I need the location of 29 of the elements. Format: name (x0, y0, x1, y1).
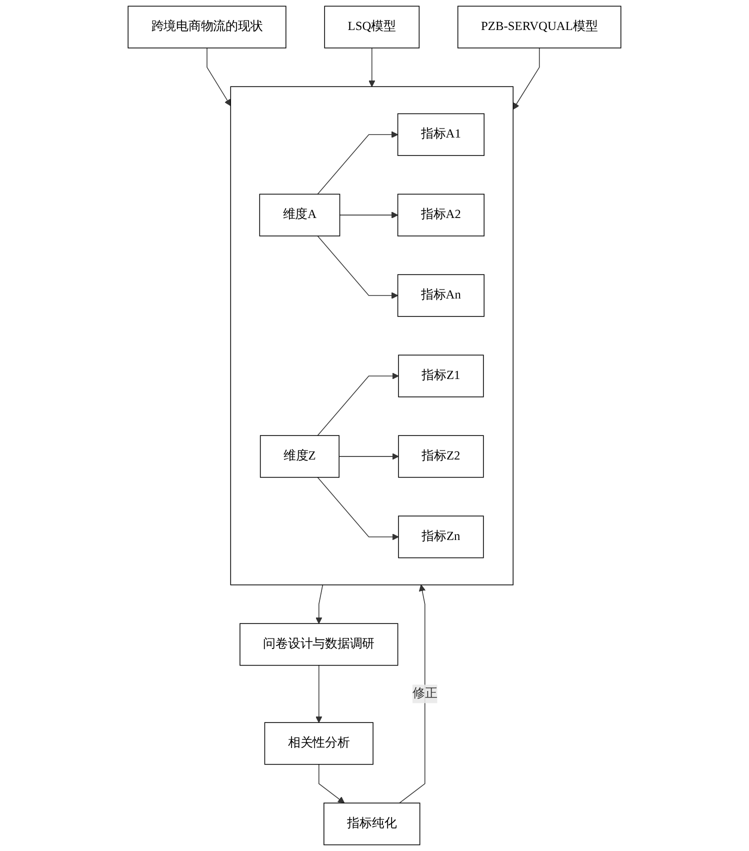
arrow (368, 48, 376, 87)
node-box: PZB-SERVQUAL模型 (457, 6, 622, 48)
node-box: 指标A2 (397, 194, 484, 236)
arrow (318, 764, 345, 804)
arrow (317, 236, 398, 299)
arrow (317, 131, 398, 195)
arrow (316, 664, 322, 723)
arrow (399, 584, 426, 804)
arrow (339, 212, 398, 218)
node-box: 维度Z (260, 435, 340, 478)
node-box: 问卷设计与数据调研 (240, 623, 398, 666)
cluster (230, 86, 514, 586)
arrow (316, 584, 324, 624)
node-box: 相关性分析 (264, 722, 374, 765)
arrow (512, 48, 540, 110)
node-box: 指标Z1 (398, 354, 484, 398)
arrow (206, 48, 231, 106)
node-box: 跨境电商物流的现状 (128, 6, 286, 48)
arrow (317, 372, 399, 436)
node-box: 指标纯化 (324, 802, 420, 846)
node-box: 指标Zn (398, 516, 484, 558)
arrow (317, 476, 399, 540)
node-box: 维度A (259, 194, 340, 236)
node-box: 指标Z2 (398, 435, 484, 478)
node-box: 指标An (397, 274, 484, 317)
edge-label: 修正 (412, 686, 438, 700)
node-box: LSQ模型 (324, 6, 420, 48)
arrow (338, 453, 399, 460)
node-box: 指标A1 (397, 113, 484, 156)
